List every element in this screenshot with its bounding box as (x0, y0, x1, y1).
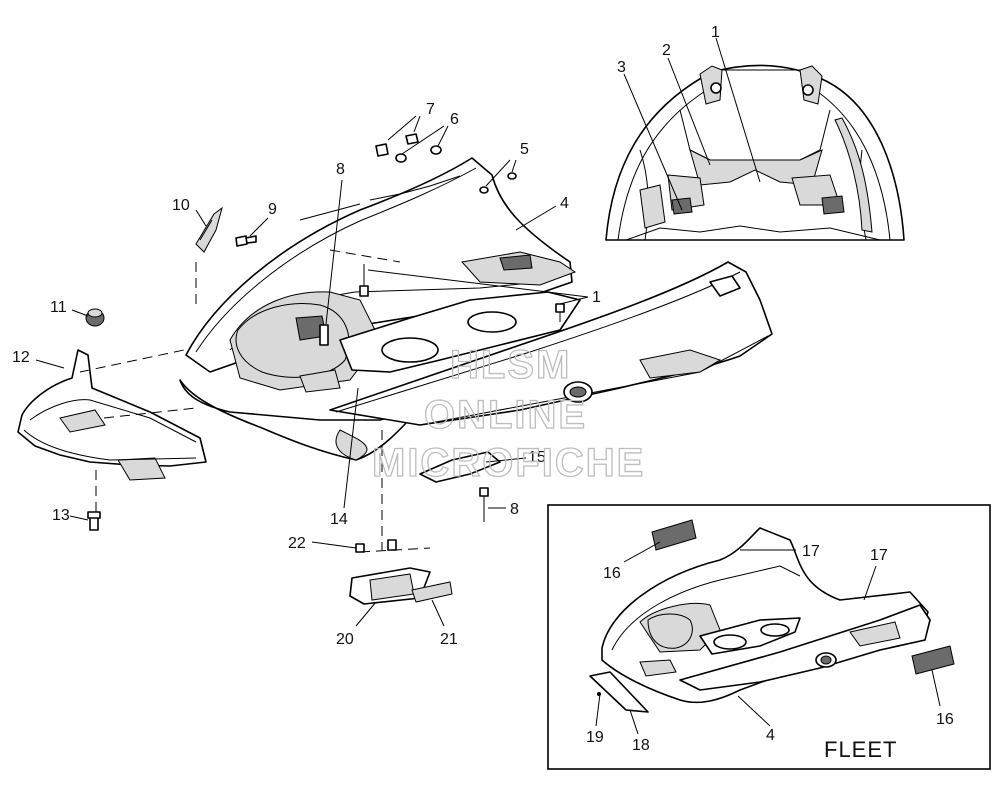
callout-22: 22 (288, 535, 306, 552)
callout-15: 15 (528, 449, 546, 466)
callout-16-right: 16 (936, 711, 954, 728)
callout-1-detail: 1 (711, 24, 720, 41)
callout-1-main: 1 (592, 289, 601, 306)
callout-12: 12 (12, 349, 30, 366)
fleet-label: FLEET (824, 737, 897, 762)
hood-main (179, 157, 773, 461)
callout-2-detail: 2 (662, 42, 671, 59)
part-21-lens (411, 581, 453, 603)
leader-lines-main (35, 115, 589, 627)
callout-7: 7 (426, 101, 435, 118)
part-22-fastener (355, 539, 397, 553)
decal-16-right (911, 645, 955, 675)
callout-8-top: 8 (336, 161, 345, 178)
watermark: HLSM ONLINE MICROFICHE (371, 342, 645, 485)
detail-view-rear: 1 2 3 (605, 24, 905, 241)
callout-20: 20 (336, 631, 354, 648)
callout-4-fleet: 4 (766, 727, 775, 744)
callout-8-bottom: 8 (510, 501, 519, 518)
callout-17-right: 17 (870, 547, 888, 564)
callout-3-detail: 3 (617, 59, 626, 76)
assembly-lines (79, 249, 431, 553)
callout-5: 5 (520, 141, 529, 158)
part-7-screw (375, 133, 419, 157)
callout-17-left: 17 (802, 543, 820, 560)
callout-4-main: 4 (560, 195, 569, 212)
callout-19: 19 (586, 729, 604, 746)
watermark-line-3: MICROFICHE (372, 441, 645, 485)
callout-13: 13 (52, 507, 70, 524)
callout-16-left: 16 (603, 565, 621, 582)
part-13-bolt (87, 511, 101, 531)
callout-18: 18 (632, 737, 650, 754)
part-10-bracket (195, 206, 223, 253)
part-6-washer (395, 145, 442, 163)
part-8-rivet-top (319, 324, 329, 346)
callout-9: 9 (268, 201, 277, 218)
part-5-nut (479, 172, 517, 194)
callout-21: 21 (440, 631, 458, 648)
part-15-plate (419, 451, 501, 483)
callout-10: 10 (172, 197, 190, 214)
part-11-nut (85, 308, 105, 327)
part-12-bumper (17, 349, 207, 481)
fleet-inset: 16 17 17 16 19 18 4 FLEET (547, 504, 991, 770)
part-8-rivet-bottom (479, 487, 489, 522)
callouts-main: 7 6 5 4 8 10 9 1 11 12 13 14 15 8 22 20 … (12, 101, 601, 648)
watermark-line-1: HLSM (450, 343, 571, 387)
watermark-line-2: ONLINE (424, 393, 587, 437)
decal-16-left (651, 519, 697, 551)
part-20-housing (349, 567, 431, 605)
part-9-bolt (235, 235, 257, 247)
callout-11: 11 (50, 299, 67, 316)
callout-14: 14 (330, 511, 348, 528)
callout-6: 6 (450, 111, 459, 128)
